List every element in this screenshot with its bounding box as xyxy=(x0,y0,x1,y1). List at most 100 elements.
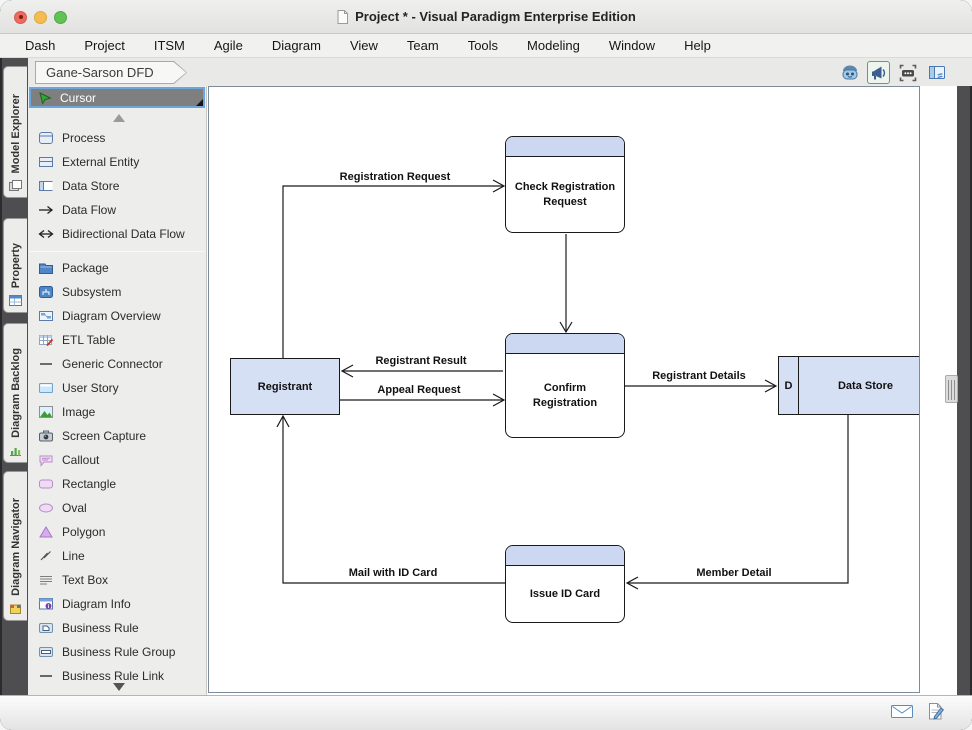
palette-item-image[interactable]: Image xyxy=(28,400,207,424)
fit-to-window-button[interactable] xyxy=(896,61,919,84)
flow-check-to-confirm[interactable] xyxy=(559,234,573,334)
flow-member-detail[interactable] xyxy=(625,415,849,590)
menu-project[interactable]: Project xyxy=(84,38,125,53)
palette-item-subsystem[interactable]: Subsystem xyxy=(28,280,207,304)
tool-palette: Cursor Process External Entity Data Stor… xyxy=(28,86,207,695)
menu-team[interactable]: Team xyxy=(406,38,439,53)
generic-connector-icon xyxy=(40,363,52,365)
subsystem-icon xyxy=(39,286,53,298)
status-bar xyxy=(0,695,972,730)
tab-diagram-backlog[interactable]: Diagram Backlog xyxy=(3,323,27,463)
palette-separator xyxy=(30,251,205,252)
oval-icon xyxy=(39,503,53,513)
external-entity-node-registrant[interactable]: Registrant xyxy=(230,358,340,415)
process-header-band xyxy=(506,137,624,157)
palette-item-screen-capture[interactable]: Screen Capture xyxy=(28,424,207,448)
data-store-id: D xyxy=(779,357,799,414)
palette-item-diagram-info[interactable]: Diagram Info xyxy=(28,592,207,616)
tab-property[interactable]: Property xyxy=(3,218,27,313)
diagram-navigator-icon xyxy=(10,604,21,614)
user-story-icon xyxy=(39,383,53,393)
menu-itsm[interactable]: ITSM xyxy=(153,38,185,53)
palette-scroll-down[interactable] xyxy=(113,683,125,691)
flow-registrant-details[interactable] xyxy=(625,379,778,393)
node-label: Check Registration Request xyxy=(514,180,616,208)
node-label: Data Store xyxy=(837,379,894,392)
polygon-icon xyxy=(39,526,53,538)
business-rule-group-icon xyxy=(39,647,53,657)
palette-item-bidirectional-data-flow[interactable]: Bidirectional Data Flow xyxy=(28,222,207,246)
menu-diagram[interactable]: Diagram xyxy=(271,38,321,53)
flow-registration-request[interactable] xyxy=(282,179,506,358)
bidirectional-data-flow-icon xyxy=(38,229,54,239)
palette-item-data-store[interactable]: Data Store xyxy=(28,174,207,198)
palette-item-rectangle[interactable]: Rectangle xyxy=(28,472,207,496)
palette-item-cursor[interactable]: Cursor xyxy=(29,87,205,108)
breadcrumb-label: Gane-Sarson DFD xyxy=(36,62,186,83)
palette-item-generic-connector[interactable]: Generic Connector xyxy=(28,352,207,376)
palette-item-etl-table[interactable]: ETL Table xyxy=(28,328,207,352)
palette-item-business-rule[interactable]: Business Rule xyxy=(28,616,207,640)
process-icon xyxy=(39,132,53,144)
palette-item-user-story[interactable]: User Story xyxy=(28,376,207,400)
flow-label-mail-with-id-card: Mail with ID Card xyxy=(346,567,440,579)
palette-item-package[interactable]: Package xyxy=(28,256,207,280)
flow-mail-with-id-card[interactable] xyxy=(276,414,505,584)
diagram-backlog-icon xyxy=(10,448,21,456)
minimize-button[interactable] xyxy=(34,10,47,24)
callout-icon xyxy=(39,455,53,467)
menu-view[interactable]: View xyxy=(349,38,378,53)
diagram-overview-icon xyxy=(39,311,53,321)
palette-item-data-flow[interactable]: Data Flow xyxy=(28,198,207,222)
flow-registrant-result[interactable] xyxy=(340,364,503,378)
menu-tools[interactable]: Tools xyxy=(467,38,499,53)
palette-item-business-rule-group[interactable]: Business Rule Group xyxy=(28,640,207,664)
flow-label-appeal-request: Appeal Request xyxy=(375,384,463,396)
line-icon xyxy=(40,551,51,561)
process-node-confirm-registration[interactable]: Confirm Registration xyxy=(505,333,625,438)
palette-item-line[interactable]: Line xyxy=(28,544,207,568)
palette-item-oval[interactable]: Oval xyxy=(28,496,207,520)
announcement-button[interactable] xyxy=(867,61,890,84)
traffic-lights xyxy=(14,0,67,34)
data-store-node[interactable]: D Data Store xyxy=(778,356,919,415)
business-rule-icon xyxy=(39,623,53,633)
flow-label-member-detail: Member Detail xyxy=(694,567,774,579)
tab-label: Diagram Backlog xyxy=(9,348,22,438)
panel-collapse-grip[interactable] xyxy=(945,375,958,403)
menu-window[interactable]: Window xyxy=(608,38,656,53)
flow-appeal-request[interactable] xyxy=(340,393,506,407)
text-box-icon xyxy=(40,576,52,585)
menu-modeling[interactable]: Modeling xyxy=(527,38,580,53)
menu-agile[interactable]: Agile xyxy=(213,38,243,53)
diagram-info-icon xyxy=(39,598,53,610)
diagram-canvas[interactable]: Check Registration Request Confirm Regis… xyxy=(208,86,920,693)
menu-dash[interactable]: Dash xyxy=(25,38,56,53)
process-node-check-registration-request[interactable]: Check Registration Request xyxy=(505,136,625,233)
package-icon xyxy=(39,263,53,274)
palette-scroll-up[interactable] xyxy=(113,114,125,122)
palette-item-diagram-overview[interactable]: Diagram Overview xyxy=(28,304,207,328)
palette-item-polygon[interactable]: Polygon xyxy=(28,520,207,544)
edit-document-icon[interactable] xyxy=(926,702,946,721)
close-button[interactable] xyxy=(14,10,27,24)
palette-item-text-box[interactable]: Text Box xyxy=(28,568,207,592)
ai-assistant-button[interactable] xyxy=(838,61,861,84)
property-icon xyxy=(9,295,22,306)
palette-item-external-entity[interactable]: External Entity xyxy=(28,150,207,174)
mail-icon[interactable] xyxy=(890,703,914,720)
tab-label: Model Explorer xyxy=(9,93,22,173)
window-title: Project * - Visual Paradigm Enterprise E… xyxy=(355,9,636,24)
layout-panels-button[interactable] xyxy=(925,61,948,84)
palette-item-business-rule-link[interactable]: Business Rule Link xyxy=(28,664,207,688)
tab-diagram-navigator[interactable]: Diagram Navigator xyxy=(3,471,27,621)
model-explorer-icon xyxy=(9,180,22,191)
breadcrumb[interactable]: Gane-Sarson DFD xyxy=(35,61,187,84)
tab-model-explorer[interactable]: Model Explorer xyxy=(3,66,27,198)
process-node-issue-id-card[interactable]: Issue ID Card xyxy=(505,545,625,623)
etl-table-icon xyxy=(39,335,54,347)
palette-item-callout[interactable]: Callout xyxy=(28,448,207,472)
palette-item-process[interactable]: Process xyxy=(28,126,207,150)
menu-help[interactable]: Help xyxy=(684,38,711,53)
zoom-button[interactable] xyxy=(54,10,67,24)
